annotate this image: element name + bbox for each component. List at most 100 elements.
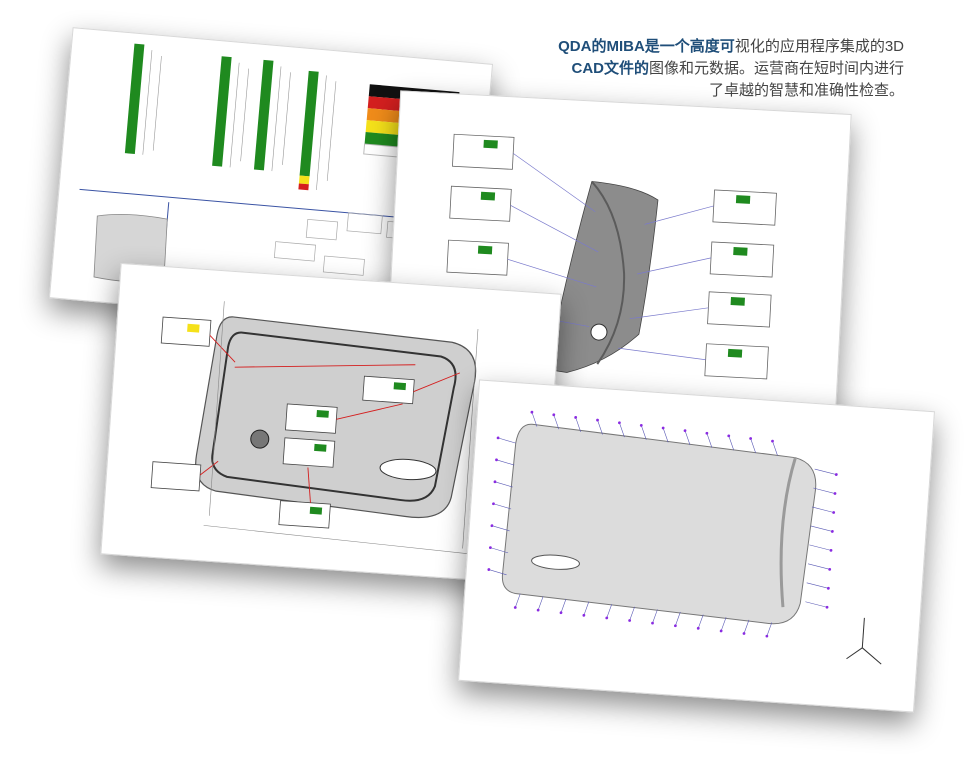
point-leader [494, 481, 513, 488]
point-leader [583, 601, 590, 616]
report-sheet-door-panel [100, 262, 562, 586]
caption-part-1: QDA的MIBA [558, 38, 645, 55]
outer-door-skin [501, 423, 817, 625]
coordinate-triad [846, 617, 882, 665]
point-leader [490, 547, 509, 554]
point-leader [640, 425, 647, 440]
caption-part-5: 图像和元数据。运营商在短时间内进行 [648, 60, 904, 77]
point-marker [830, 530, 834, 533]
point-marker [513, 606, 517, 609]
point-marker [749, 437, 753, 440]
point-leader [531, 412, 538, 427]
point-marker [536, 608, 540, 612]
point-leader [706, 433, 713, 448]
inspection-points-drawing [487, 410, 882, 665]
report-sheet-inspection-points [458, 379, 935, 713]
point-leader [675, 611, 681, 626]
point-leader [560, 598, 567, 613]
point-leader [496, 459, 515, 466]
report-sheet-measurement-tables [384, 90, 852, 421]
point-marker [651, 621, 654, 625]
point-leader [537, 596, 544, 611]
point-marker [765, 634, 769, 638]
leader-lines [504, 153, 714, 361]
point-leader [597, 419, 603, 435]
callout-tables [150, 316, 415, 529]
point-leader [662, 427, 669, 443]
point-leader [493, 503, 512, 510]
point-leader [514, 593, 521, 608]
part-hole [590, 323, 608, 341]
tolerance-bars [124, 43, 319, 191]
caption: QDA的MIBA是一个高度可视化的应用程序集成的3D CAD文件的图像和元数据。… [474, 36, 904, 102]
point-leader [728, 435, 735, 451]
point-marker [825, 605, 829, 609]
point-marker [582, 613, 586, 617]
point-leader [806, 582, 829, 589]
point-marker [696, 626, 700, 630]
point-marker [492, 502, 495, 506]
point-leader [720, 617, 727, 632]
caption-part-6: 了卓越的智慧和准确性检查。 [708, 82, 904, 99]
measurement-drawing [443, 133, 777, 380]
point-leader [575, 417, 581, 432]
point-leader [814, 468, 837, 475]
ok-cells [309, 382, 407, 515]
point-leader [766, 622, 773, 637]
bar-tick-marks [142, 50, 337, 191]
point-marker [552, 413, 556, 417]
point-leader [629, 606, 635, 621]
point-marker [727, 434, 731, 438]
point-marker [487, 568, 491, 571]
point-marker [596, 418, 599, 422]
door-panel-drawing [150, 301, 479, 555]
point-marker [493, 480, 497, 484]
door-panel-inner-edge [211, 331, 457, 502]
frame-lines [203, 301, 479, 555]
point-leader [809, 544, 832, 551]
point-marker [618, 421, 621, 425]
caption-part-3: 视化的应用程序集成的3D [734, 38, 904, 55]
point-leader [652, 609, 658, 624]
point-marker [661, 426, 665, 430]
point-marker [495, 458, 498, 462]
point-leader [807, 563, 830, 570]
point-leader [697, 614, 704, 629]
skin-feature-line [779, 457, 797, 608]
point-marker [828, 567, 832, 571]
point-leader [743, 619, 750, 634]
skin-handle-recess [531, 554, 580, 570]
point-marker [574, 416, 578, 419]
point-leader [805, 601, 828, 608]
point-marker [832, 511, 836, 514]
point-marker [719, 629, 723, 633]
point-leader [813, 487, 836, 494]
point-leader [491, 525, 510, 532]
point-marker [742, 632, 746, 635]
right-table-highlights [727, 195, 751, 358]
point-marker [488, 546, 492, 550]
point-marker [833, 492, 837, 495]
warning-cell [187, 323, 200, 333]
part-3d-model [546, 181, 659, 373]
red-dimension-lines [199, 335, 461, 503]
point-leader [750, 438, 756, 453]
point-leader [619, 422, 625, 438]
point-marker [829, 548, 833, 552]
right-tables [704, 189, 777, 380]
point-marker [530, 410, 534, 414]
point-marker [673, 624, 677, 628]
point-marker [605, 616, 609, 620]
point-marker [771, 439, 774, 443]
point-leader [553, 414, 560, 430]
point-marker [490, 524, 494, 528]
point-marker [559, 611, 563, 615]
caption-part-2: 是一个高度可 [644, 38, 735, 55]
point-marker [826, 586, 830, 590]
point-marker [628, 619, 632, 622]
point-marker [705, 431, 709, 435]
point-leader [772, 441, 778, 456]
caption-part-4: CAD文件的 [571, 60, 649, 77]
point-marker [683, 429, 687, 433]
door-handle-recess [379, 458, 437, 481]
